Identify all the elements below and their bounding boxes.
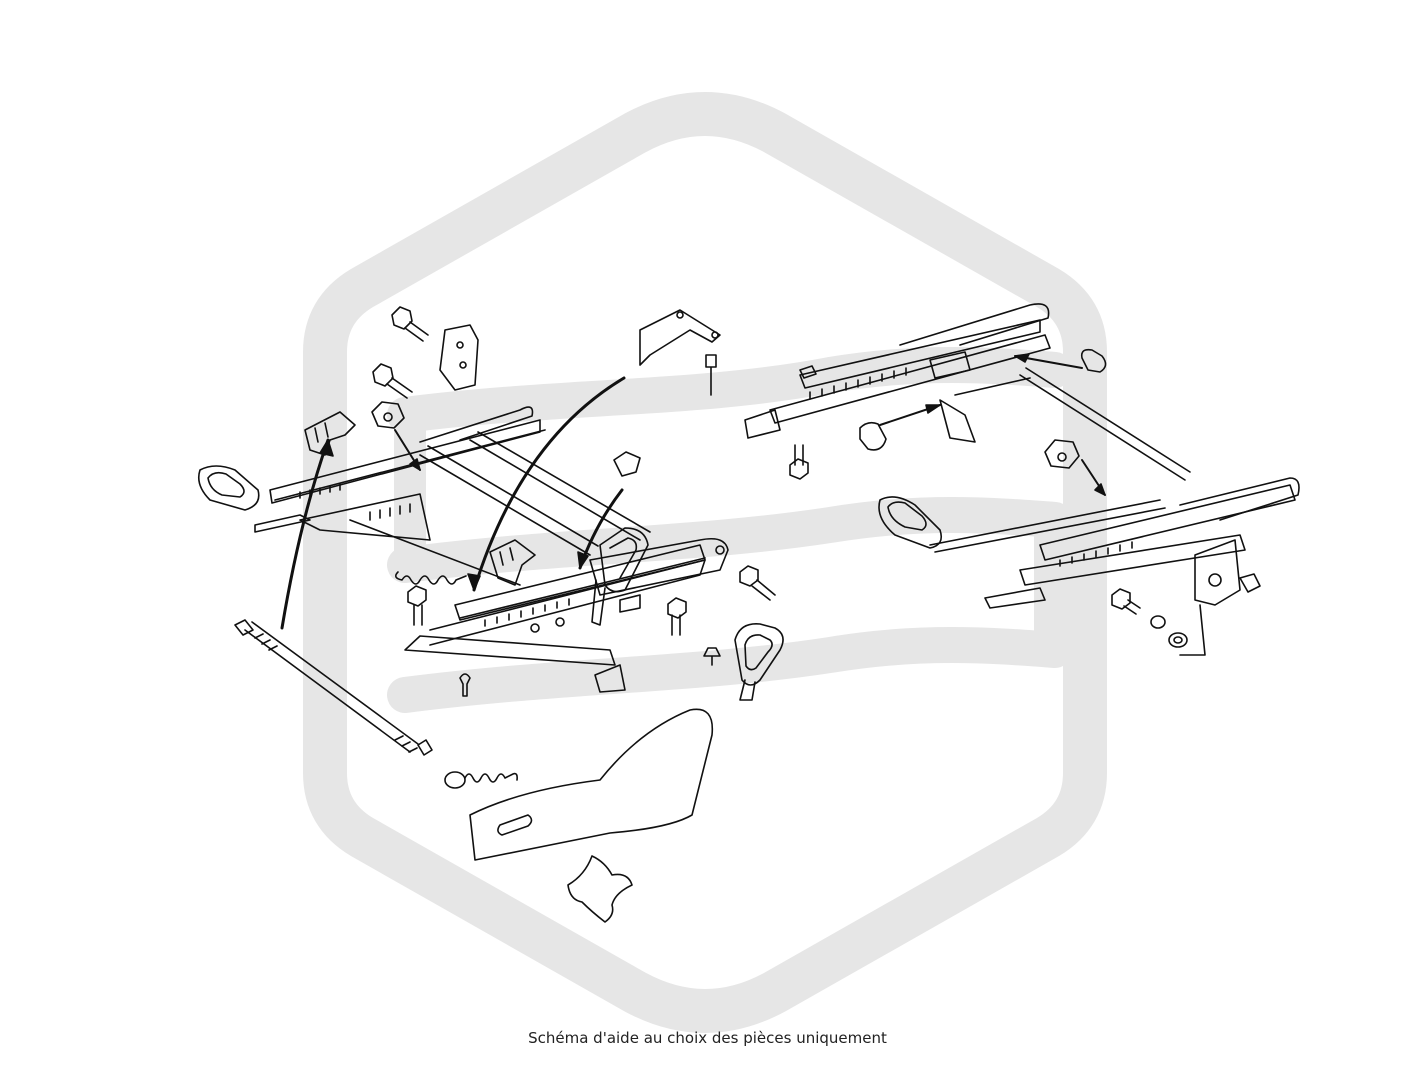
bolt-right-small	[739, 565, 776, 601]
bolt-mid-left	[372, 363, 413, 399]
rivet-top	[705, 354, 717, 396]
bolt-center-left	[407, 585, 427, 626]
star-knob	[567, 855, 633, 923]
washer-flat	[1168, 632, 1188, 648]
tension-spring-upper	[394, 571, 467, 585]
clip-right	[1239, 573, 1261, 593]
seat-rail-right-front	[984, 477, 1300, 656]
loop-handle-left	[197, 465, 260, 511]
bushing-right-mid	[859, 421, 887, 451]
bolt-center	[667, 597, 687, 636]
torsion-bar	[234, 619, 433, 756]
bolt-upper-left	[391, 306, 429, 342]
bolt-right-rail	[789, 444, 809, 480]
washer-spring	[1150, 615, 1166, 629]
plastic-side-cover	[469, 708, 714, 861]
bushing-hex-right	[1044, 439, 1080, 469]
top-strap-bracket	[639, 309, 721, 366]
bushing-hex-left	[371, 401, 405, 429]
line-drawing	[197, 303, 1300, 923]
seat-rail-left-front	[404, 537, 729, 693]
pin-right	[703, 647, 721, 666]
bolt-lower-right	[1111, 588, 1141, 615]
bushing-small-center	[613, 451, 641, 477]
ratchet-bracket-left	[304, 411, 356, 456]
cross-rod-right	[929, 367, 1191, 553]
clip-center-top	[799, 365, 817, 379]
release-handle-lower	[734, 623, 784, 701]
arrow-heads	[319, 353, 1106, 591]
slot-row	[484, 598, 570, 627]
pin-left	[459, 673, 471, 697]
slot-row	[1059, 541, 1133, 567]
release-handle-upper	[591, 527, 649, 626]
hinge-bracket-plate	[439, 324, 479, 391]
diagram-caption: Schéma d'aide au choix des pièces unique…	[528, 1029, 887, 1047]
loop-handle-right	[878, 496, 943, 549]
seat-rail-left-rear	[254, 406, 546, 541]
slot-row	[809, 367, 907, 400]
ratchet-bracket-center	[489, 539, 536, 586]
bushing-right-top	[1080, 348, 1107, 373]
seat-rail-right-rear	[744, 303, 1051, 443]
tension-spring-lower	[444, 771, 518, 789]
